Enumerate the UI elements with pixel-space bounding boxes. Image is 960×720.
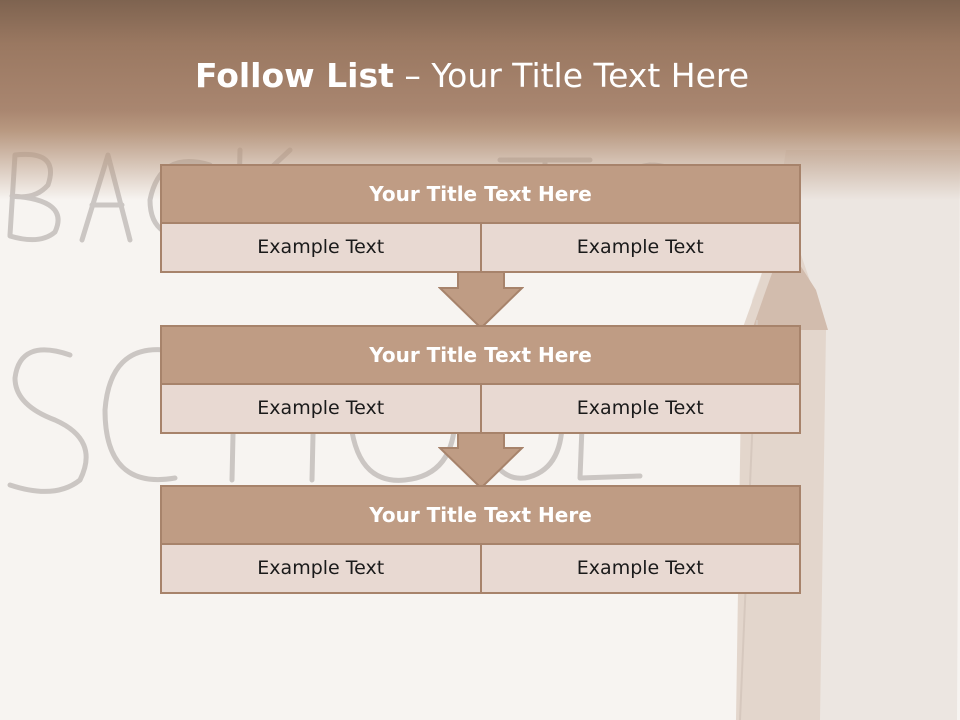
block-row: Example Text Example Text xyxy=(162,545,799,592)
title-bold: Follow List xyxy=(194,56,394,95)
block-cell: Example Text xyxy=(257,397,385,419)
slide-title: Follow List – Your Title Text Here xyxy=(0,52,944,100)
block-cell: Example Text xyxy=(479,224,800,271)
block-cell: Example Text xyxy=(257,557,385,579)
down-arrow-icon xyxy=(438,271,524,330)
block-title: Your Title Text Here xyxy=(162,166,799,224)
block-row: Example Text Example Text xyxy=(162,385,799,432)
block-cell: Example Text xyxy=(479,385,800,432)
block-cell: Example Text xyxy=(257,236,385,258)
block-title: Your Title Text Here xyxy=(162,327,799,385)
down-arrow-icon xyxy=(438,431,524,490)
flow-block: Your Title Text Here Example Text Exampl… xyxy=(160,325,801,434)
block-row: Example Text Example Text xyxy=(162,224,799,271)
block-title: Your Title Text Here xyxy=(162,487,799,545)
flow-block: Your Title Text Here Example Text Exampl… xyxy=(160,485,801,594)
block-cell: Example Text xyxy=(479,545,800,592)
title-rest: – Your Title Text Here xyxy=(393,56,750,95)
flow-block: Your Title Text Here Example Text Exampl… xyxy=(160,164,801,273)
